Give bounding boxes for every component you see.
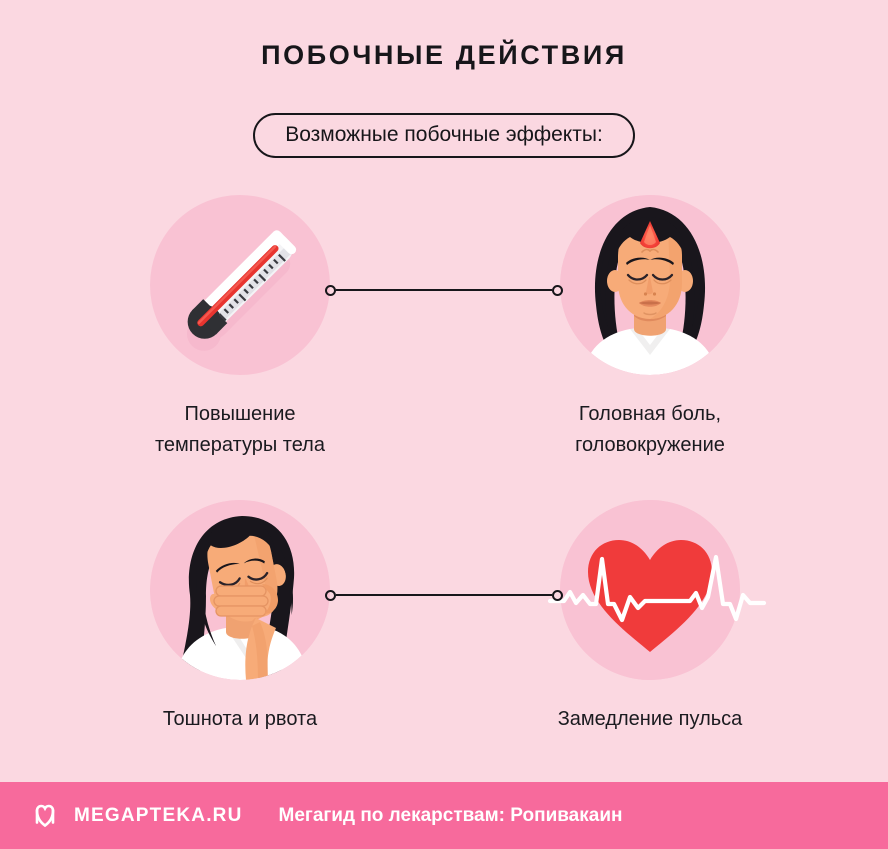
connector-ring-right — [552, 284, 563, 296]
effect-icon-circle — [150, 195, 330, 375]
effect-icon-circle — [547, 500, 767, 680]
nausea-woman-icon — [150, 500, 330, 680]
effect-caption: Тошнота и рвота — [162, 708, 318, 730]
subtitle-pill: Возможные побочные эффекты: — [253, 113, 635, 158]
thermometer-icon — [150, 195, 330, 375]
footer-bar: MEGAPTEKA.RU Мегагид по лекарствам: Ропи… — [0, 782, 888, 849]
connector-ring-left — [325, 589, 336, 601]
connector-ring-right — [552, 589, 563, 601]
effect-caption: Головная боль, головокружение — [575, 403, 725, 456]
effect-item-bradycardia: Замедление пульса — [500, 500, 800, 735]
connector-bar — [336, 594, 552, 596]
effect-icon-circle — [560, 195, 740, 375]
effect-item-nausea: Тошнота и рвота — [90, 500, 390, 735]
subtitle-pill-wrap: Возможные побочные эффекты: — [0, 113, 888, 158]
connector-line-top — [325, 283, 563, 297]
effect-item-headache: Головная боль, головокружение — [500, 195, 800, 461]
headache-woman-icon — [560, 195, 740, 375]
effect-item-fever: Повышение температуры тела — [90, 195, 390, 461]
effect-icon-circle — [150, 500, 330, 680]
effect-caption: Замедление пульса — [557, 708, 743, 730]
footer-brand[interactable]: MEGAPTEKA.RU — [74, 804, 243, 826]
megapteka-logo-icon[interactable] — [30, 801, 60, 831]
connector-ring-left — [325, 284, 336, 296]
connector-bar — [336, 289, 552, 291]
effect-caption: Повышение температуры тела — [155, 403, 325, 456]
footer-tagline: Мегагид по лекарствам: Ропивакаин — [278, 804, 623, 826]
connector-line-bottom — [325, 588, 563, 602]
page-title: ПОБОЧНЫЕ ДЕЙСТВИЯ — [261, 40, 627, 70]
